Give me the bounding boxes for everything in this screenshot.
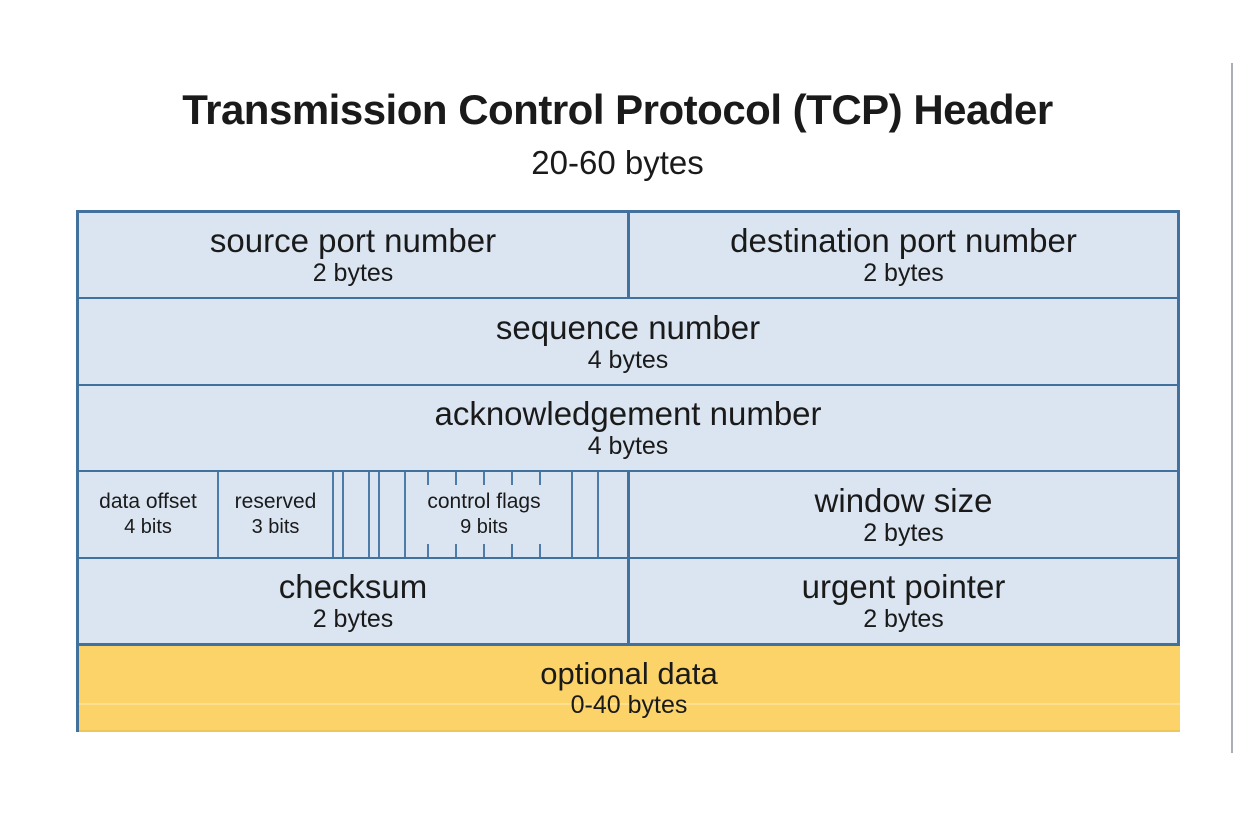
optional-data-inner-divider: [78, 703, 1180, 705]
screen-edge-artifact-line: [1231, 63, 1233, 753]
bit-tick-mark: [511, 472, 513, 485]
field-label: data offset: [99, 489, 197, 513]
field-source-port: source port number 2 bytes: [79, 213, 627, 297]
field-window-size: window size 2 bytes: [630, 472, 1177, 557]
bit-separator-line: [368, 472, 370, 557]
column-divider: [627, 470, 630, 557]
field-label: urgent pointer: [801, 568, 1006, 606]
bit-tick-mark: [483, 544, 485, 557]
field-size: 9 bits: [460, 516, 508, 539]
row-divider: [79, 384, 1177, 386]
field-label: sequence number: [495, 308, 761, 346]
column-divider: [627, 557, 630, 643]
bit-tick-mark: [455, 544, 457, 557]
bit-tick-mark: [455, 472, 457, 485]
field-label: checksum: [278, 568, 428, 606]
bit-separator-line: [378, 472, 380, 557]
field-destination-port: destination port number 2 bytes: [630, 213, 1177, 297]
bit-tick-mark: [427, 472, 429, 485]
field-checksum: checksum 2 bytes: [79, 559, 627, 643]
field-size: 4 bytes: [587, 432, 669, 461]
field-acknowledgement-number: acknowledgement number 4 bytes: [79, 386, 1177, 470]
field-control-flags: control flags 9 bits: [384, 472, 584, 557]
tcp-header-table: source port number 2 bytes destination p…: [76, 210, 1180, 646]
field-label: reserved: [234, 489, 317, 513]
field-size: 0-40 bytes: [570, 691, 688, 720]
bit-separator-line: [342, 472, 344, 557]
field-size: 4 bits: [124, 516, 172, 539]
field-size: 2 bytes: [312, 259, 394, 288]
field-label: acknowledgement number: [434, 395, 822, 433]
field-optional-data: optional data 0-40 bytes: [78, 646, 1180, 732]
cell-border-line: [332, 472, 334, 557]
field-label: destination port number: [730, 222, 1077, 260]
field-size: 2 bytes: [863, 518, 944, 547]
bit-separator-line: [597, 472, 599, 557]
bit-tick-mark: [539, 472, 541, 485]
field-size: 2 bytes: [863, 605, 944, 634]
field-label: source port number: [209, 222, 497, 260]
bit-separator-line: [571, 472, 573, 557]
left-border-extension: [76, 645, 79, 732]
cell-border-line: [217, 472, 219, 557]
field-urgent-pointer: urgent pointer 2 bytes: [630, 559, 1177, 643]
field-data-offset: data offset 4 bits: [79, 472, 217, 557]
field-label: window size: [814, 481, 993, 519]
bit-tick-mark: [511, 544, 513, 557]
bit-tick-mark: [427, 544, 429, 557]
bit-tick-mark: [539, 544, 541, 557]
field-size: 4 bytes: [587, 345, 669, 374]
field-sequence-number: sequence number 4 bytes: [79, 299, 1177, 384]
field-reserved: reserved 3 bits: [219, 472, 332, 557]
bit-separator-line: [404, 472, 406, 557]
field-label: control flags: [427, 489, 541, 513]
page-title: Transmission Control Protocol (TCP) Head…: [182, 86, 1053, 133]
field-label: optional data: [540, 655, 718, 691]
page-subtitle: 20-60 bytes: [531, 144, 704, 181]
row-divider: [79, 297, 1177, 299]
bit-tick-mark: [483, 472, 485, 485]
field-size: 2 bytes: [863, 259, 944, 288]
column-divider: [627, 213, 630, 297]
field-size: 2 bytes: [312, 605, 394, 634]
field-size: 3 bits: [251, 516, 300, 539]
